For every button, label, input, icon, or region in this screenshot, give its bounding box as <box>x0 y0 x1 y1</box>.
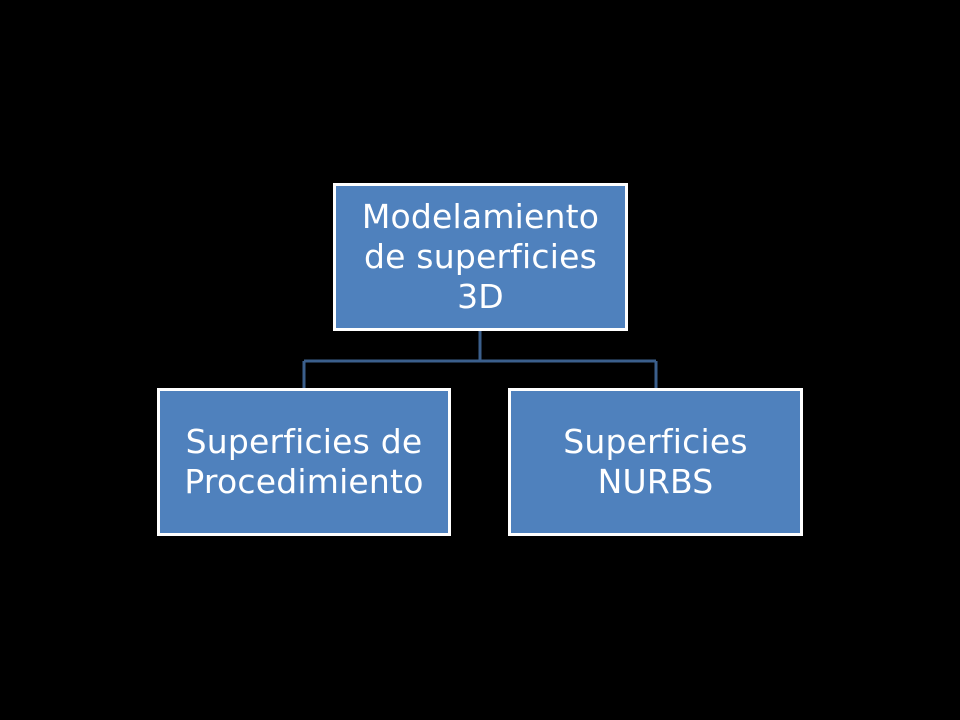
child-node-procedural: Superficies de Procedimiento <box>157 388 451 536</box>
root-node-label: Modelamiento de superficies 3D <box>361 197 600 316</box>
root-node: Modelamiento de superficies 3D <box>333 183 628 331</box>
child-node-procedural-label: Superficies de Procedimiento <box>184 422 424 501</box>
child-node-nurbs: Superficies NURBS <box>508 388 803 536</box>
child-node-nurbs-label: Superficies NURBS <box>563 422 748 501</box>
